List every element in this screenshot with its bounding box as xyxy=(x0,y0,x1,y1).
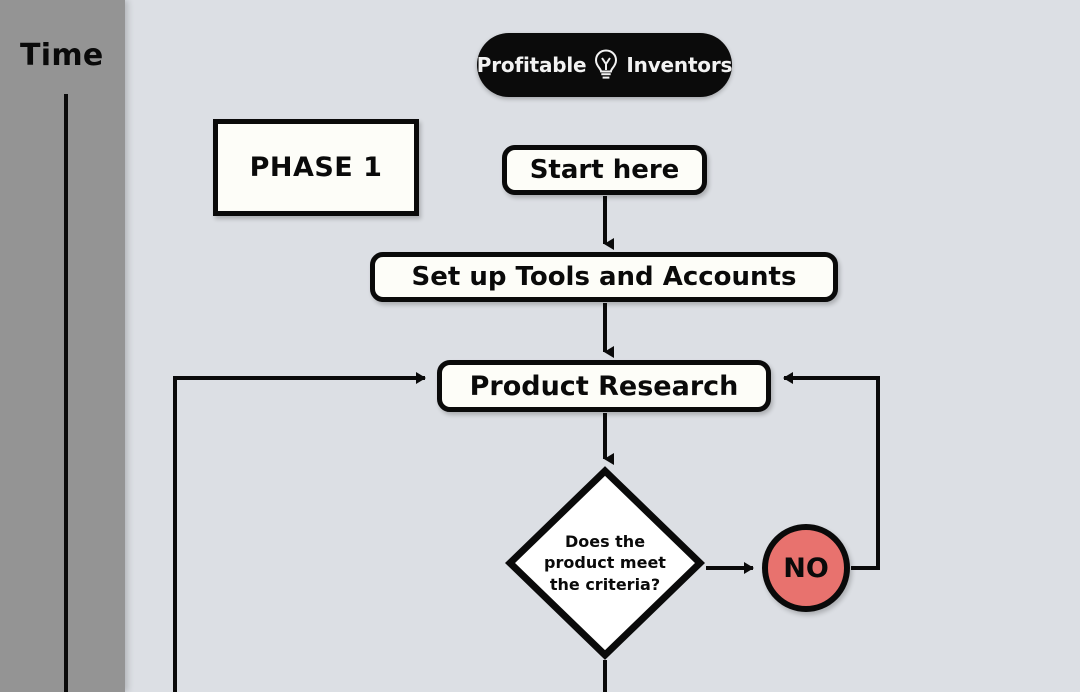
no-label: NO xyxy=(783,552,829,584)
decision-diamond-node: Does the product meet the criteria? xyxy=(505,466,705,660)
brand-logo: Profitable Inventors xyxy=(477,33,732,97)
lightbulb-icon xyxy=(593,48,619,82)
decision-line-1: Does the xyxy=(564,531,646,551)
start-here-node: Start here xyxy=(502,145,707,195)
time-axis-line xyxy=(64,94,68,692)
decision-line-2: product meet xyxy=(544,553,666,573)
phase-1-box: PHASE 1 xyxy=(213,119,419,216)
product-research-label: Product Research xyxy=(469,370,739,402)
no-node: NO xyxy=(762,524,850,612)
edge-left-loop-to-research xyxy=(173,372,426,692)
logo-word-left: Profitable xyxy=(476,53,587,77)
product-research-node: Product Research xyxy=(437,360,771,412)
phase-1-label: PHASE 1 xyxy=(249,152,383,183)
time-label: Time xyxy=(20,38,104,73)
decision-label: Does the product meet the criteria? xyxy=(505,466,705,660)
logo-word-right: Inventors xyxy=(626,53,733,77)
edge-no-loop-to-research xyxy=(783,372,880,570)
decision-line-3: the criteria? xyxy=(549,574,661,594)
time-rail: Time xyxy=(0,0,125,692)
setup-tools-node: Set up Tools and Accounts xyxy=(370,252,838,302)
setup-tools-label: Set up Tools and Accounts xyxy=(411,262,797,292)
start-here-label: Start here xyxy=(529,155,680,185)
